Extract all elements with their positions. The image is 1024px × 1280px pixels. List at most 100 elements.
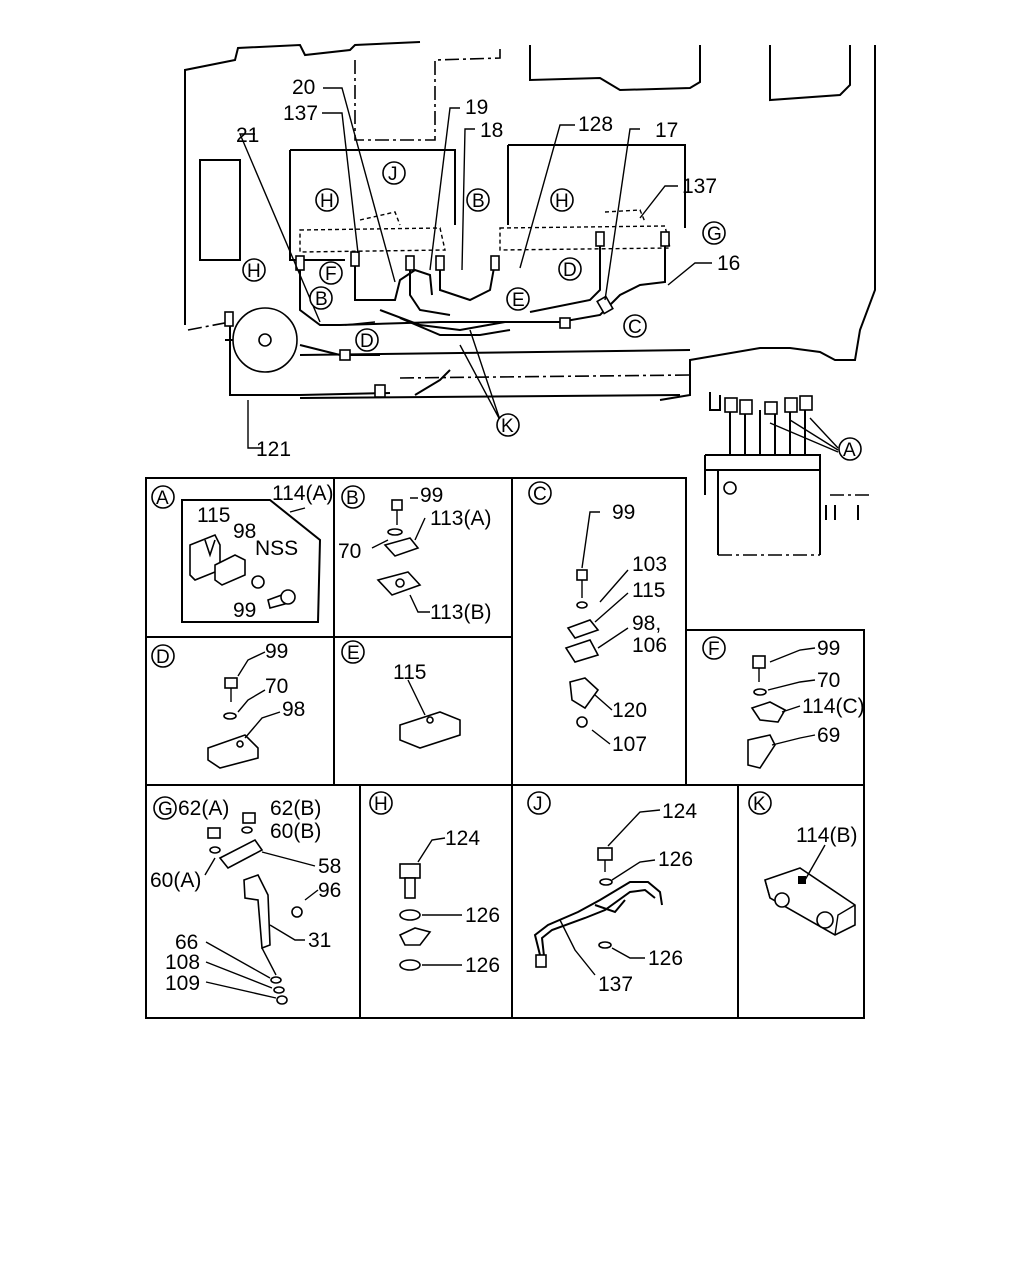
panel-a: A 114(A) 115 98 NSS 99	[151, 482, 333, 623]
callout-20: 20	[292, 76, 315, 99]
main-callouts: 20 137 21 19 18 128 17 137 16 121	[236, 76, 740, 461]
svg-text:J: J	[388, 164, 398, 185]
svg-text:C: C	[628, 317, 642, 338]
svg-text:115: 115	[632, 579, 665, 602]
panel-c-letter: C	[533, 484, 547, 505]
panel-k-letter: K	[753, 794, 766, 815]
callout-17: 17	[655, 119, 678, 142]
marker-F: F	[319, 261, 343, 285]
svg-text:98,: 98,	[632, 612, 661, 635]
panel-g-letter: G	[158, 799, 173, 820]
svg-text:62(A): 62(A)	[178, 797, 229, 820]
callout-16: 16	[717, 252, 740, 275]
svg-text:106: 106	[632, 634, 667, 657]
callout-128: 128	[578, 113, 613, 136]
panel-b: B 99 113(A) 70 113(B)	[338, 484, 491, 624]
panel-c: C 99 103 115 98, 106 120 107	[528, 481, 667, 756]
svg-text:113(B): 113(B)	[430, 601, 491, 624]
panel-k: K 114(B)	[748, 791, 857, 936]
marker-D-2: D	[558, 257, 582, 281]
marker-C: C	[623, 314, 647, 338]
main-markers: J H H B H F B D E D C G K A	[242, 161, 862, 461]
svg-text:98: 98	[282, 698, 305, 721]
svg-text:K: K	[501, 416, 514, 437]
panel-e-letter: E	[347, 643, 360, 664]
svg-text:96: 96	[318, 879, 341, 902]
svg-text:126: 126	[658, 848, 693, 871]
svg-text:60(A): 60(A)	[150, 869, 201, 892]
marker-H-1: H	[315, 188, 339, 212]
panel-d-letter: D	[156, 647, 170, 668]
svg-text:124: 124	[662, 800, 697, 823]
svg-text:114(C): 114(C)	[802, 695, 865, 718]
svg-text:NSS: NSS	[255, 537, 298, 560]
panel-a-letter: A	[156, 488, 169, 509]
svg-text:120: 120	[612, 699, 647, 722]
svg-text:114(A): 114(A)	[272, 482, 333, 505]
svg-text:H: H	[320, 191, 334, 212]
main-leaders	[238, 87, 712, 449]
fuel-pipes	[224, 231, 670, 398]
svg-text:70: 70	[265, 675, 288, 698]
svg-text:H: H	[555, 191, 569, 212]
svg-text:126: 126	[648, 947, 683, 970]
svg-text:124: 124	[445, 827, 480, 850]
svg-text:99: 99	[265, 640, 288, 663]
svg-text:115: 115	[197, 504, 230, 527]
svg-text:60(B): 60(B)	[270, 820, 321, 843]
panel-j: J 124 126 126 137	[527, 791, 697, 996]
svg-text:109: 109	[165, 972, 200, 995]
svg-text:114(B): 114(B)	[796, 824, 857, 847]
marker-E: E	[506, 287, 530, 311]
svg-text:B: B	[315, 289, 328, 310]
svg-text:99: 99	[817, 637, 840, 660]
svg-text:113(A): 113(A)	[430, 507, 491, 530]
panel-h: H 124 126 126	[369, 791, 500, 977]
detail-grid	[145, 477, 865, 1019]
svg-text:62(B): 62(B)	[270, 797, 321, 820]
marker-B-2: B	[309, 286, 333, 310]
svg-text:98: 98	[233, 520, 256, 543]
panel-f-letter: F	[708, 639, 720, 660]
svg-text:107: 107	[612, 733, 647, 756]
svg-text:69: 69	[817, 724, 840, 747]
svg-text:G: G	[707, 224, 722, 245]
marker-H-3: H	[550, 188, 574, 212]
svg-text:66: 66	[175, 931, 198, 954]
svg-text:70: 70	[817, 669, 840, 692]
panel-d: D 99 70 98	[151, 640, 305, 769]
svg-text:B: B	[472, 191, 485, 212]
svg-text:D: D	[360, 331, 374, 352]
panel-h-letter: H	[374, 794, 388, 815]
marker-G: G	[702, 221, 726, 245]
svg-text:137: 137	[598, 973, 633, 996]
callout-21: 21	[236, 124, 259, 147]
svg-text:108: 108	[165, 951, 200, 974]
panel-e: E 115	[341, 640, 461, 749]
injection-pump-view	[704, 392, 870, 556]
svg-text:D: D	[563, 260, 577, 281]
svg-text:H: H	[247, 261, 261, 282]
marker-A: A	[838, 437, 862, 461]
callout-137: 137	[283, 102, 318, 125]
svg-text:126: 126	[465, 904, 500, 927]
marker-K: K	[496, 413, 520, 437]
panel-f: F 99 70 114(C) 69	[702, 636, 865, 769]
svg-text:70: 70	[338, 540, 361, 563]
svg-text:99: 99	[612, 501, 635, 524]
marker-J: J	[382, 161, 406, 185]
panel-g: G 62(A) 62(B) 60(B) 60(A) 58 96 31 66 10…	[150, 796, 341, 1005]
callout-121: 121	[256, 438, 291, 461]
marker-H-2: H	[242, 258, 266, 282]
svg-text:99: 99	[233, 599, 256, 622]
panel-j-letter: J	[533, 794, 543, 815]
svg-text:103: 103	[632, 553, 667, 576]
marker-B-1: B	[466, 188, 490, 212]
marker-D-1: D	[355, 328, 379, 352]
svg-text:F: F	[325, 264, 337, 285]
svg-text:115: 115	[393, 661, 426, 684]
callout-18: 18	[480, 119, 503, 142]
svg-text:E: E	[512, 290, 525, 311]
svg-text:99: 99	[420, 484, 443, 507]
